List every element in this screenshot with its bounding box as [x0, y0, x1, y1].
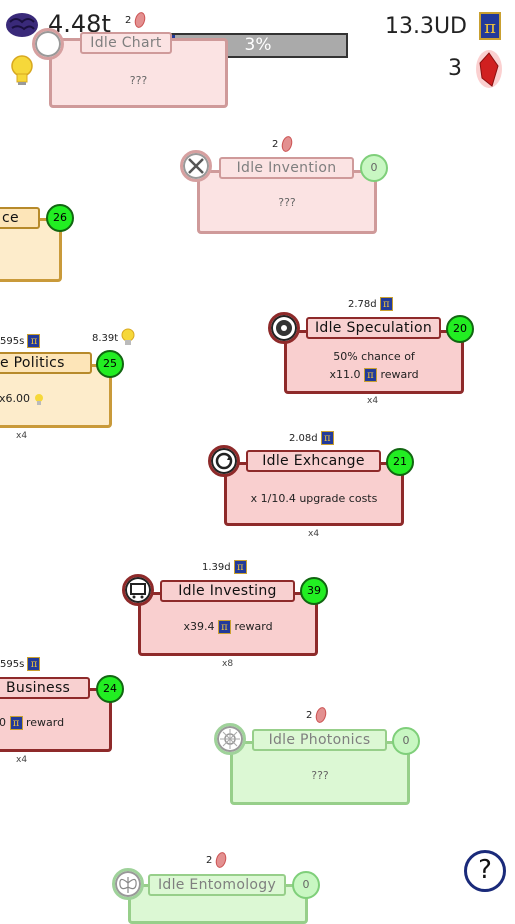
- card-description: x39.4 π reward: [183, 620, 273, 634]
- level-badge: 39: [300, 577, 328, 605]
- card-description: ???: [278, 196, 296, 209]
- pi-currency-icon: π: [479, 12, 501, 40]
- light-burst-icon: [214, 723, 246, 755]
- card-cost-secondary: 8.39t: [92, 328, 135, 348]
- card-description: x6.00: [0, 391, 44, 407]
- card-cost: 2.08d π: [289, 431, 334, 445]
- card-title: Idle Speculation: [306, 317, 441, 339]
- multiplier-label: x4: [367, 396, 379, 406]
- card-title: Idle Investing: [160, 580, 295, 602]
- card-title: ce: [0, 207, 40, 229]
- level-badge: 26: [46, 204, 74, 232]
- gem-count: 3: [448, 56, 462, 81]
- card-cost: 2: [306, 705, 328, 725]
- card-description: ???: [129, 74, 148, 87]
- card-title: Idle Exhcange: [246, 450, 381, 472]
- card-description: x 1/10.4 upgrade costs: [250, 492, 378, 505]
- card-description-line1: 50% chance of: [333, 350, 415, 363]
- gem-icon: [476, 50, 502, 88]
- level-badge: 0: [392, 727, 420, 755]
- progress-text: 3%: [244, 35, 272, 55]
- card-cost: 2: [272, 134, 294, 154]
- card-cost: 2: [206, 850, 228, 870]
- level-badge: 25: [96, 350, 124, 378]
- card-cost: 595s π: [0, 334, 41, 348]
- level-badge: 24: [96, 675, 124, 703]
- exchange-arrows-icon: [208, 445, 240, 477]
- card-cost: 595s π: [0, 657, 41, 671]
- lightbulb-icon: [11, 55, 33, 85]
- card-description: 0 π reward: [0, 716, 65, 730]
- card-description: ???: [311, 769, 329, 782]
- card-title: Idle Invention: [219, 157, 354, 179]
- gears-icon: [268, 312, 300, 344]
- tools-icon: [180, 150, 212, 182]
- currency-count: 13.3UD: [384, 14, 467, 39]
- brain-icon: [6, 13, 38, 37]
- lightbulb-icon: [121, 328, 135, 345]
- multiplier-label: x8: [222, 659, 234, 669]
- level-badge: 0: [360, 154, 388, 182]
- question-mark-icon: ?: [478, 855, 492, 885]
- level-badge: 20: [446, 315, 474, 343]
- investing-monitor-icon: [122, 574, 154, 606]
- multiplier-label: x4: [308, 529, 320, 539]
- card-cost: 2: [125, 10, 147, 30]
- butterfly-icon: [112, 868, 144, 900]
- level-badge: 21: [386, 448, 414, 476]
- help-button[interactable]: ?: [464, 850, 506, 892]
- level-badge: 0: [292, 871, 320, 899]
- card-description-line2: x11.0 π reward: [329, 368, 419, 382]
- card-title: Idle Chart: [80, 32, 172, 54]
- multiplier-label: x4: [16, 431, 28, 441]
- card-cost: 1.39d π: [202, 560, 247, 574]
- chart-icon: [32, 28, 64, 60]
- card-title: e Politics: [0, 352, 92, 374]
- card-cost: 2.78d π: [348, 297, 393, 311]
- card-title: Idle Entomology: [148, 874, 286, 896]
- lightbulb-icon: [34, 393, 43, 405]
- card-title: Business: [0, 677, 90, 699]
- multiplier-label: x4: [16, 755, 28, 765]
- card-title: Idle Photonics: [252, 729, 387, 751]
